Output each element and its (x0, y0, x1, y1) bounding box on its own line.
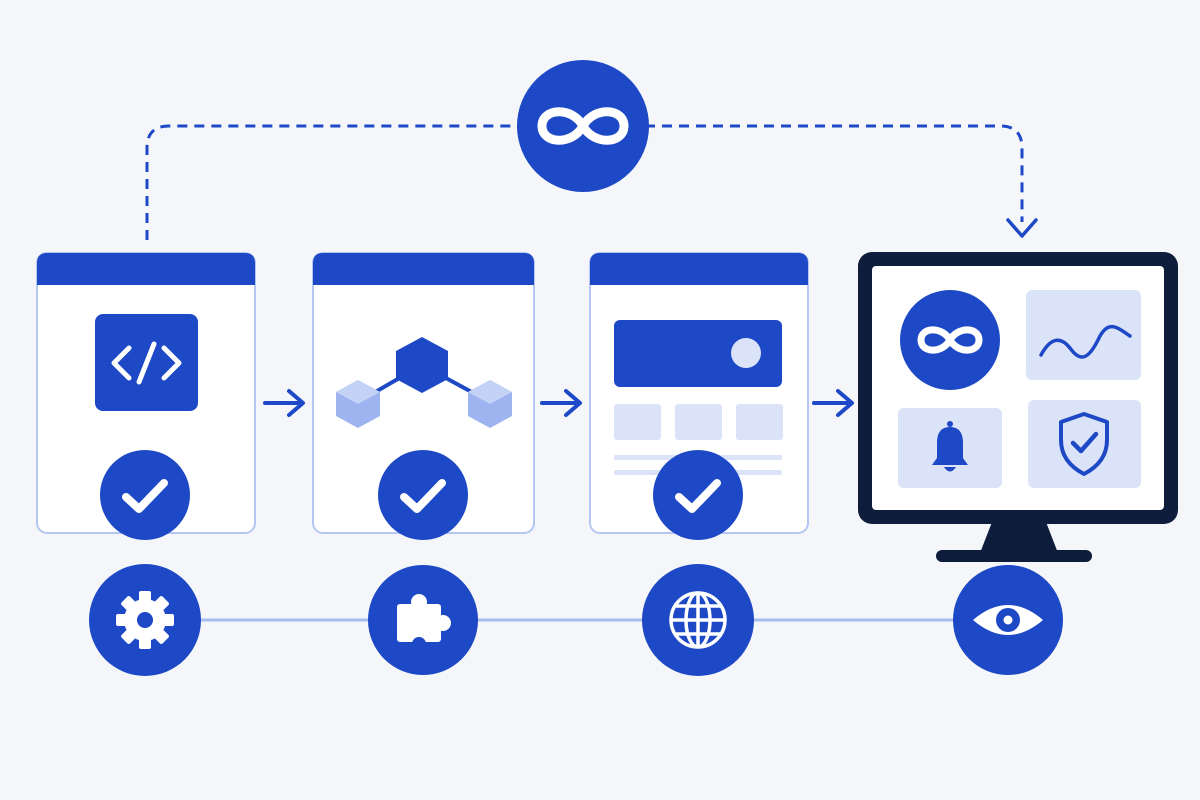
infinity-icon (917, 326, 983, 354)
infinity-icon (537, 107, 629, 145)
monitor-tile-shield (1028, 400, 1141, 488)
shield-check-icon (1059, 412, 1109, 476)
arrow-right-icon (812, 389, 854, 417)
stage-card-deploy (589, 252, 809, 540)
trend-line-icon (1039, 325, 1132, 359)
checkmark-icon (378, 450, 468, 540)
eye-icon (973, 605, 1043, 635)
monitor-dashboard (858, 252, 1178, 562)
loop-connector-left (145, 124, 525, 240)
loop-arrowhead-icon (1006, 218, 1038, 238)
monitor-tile-bell (898, 408, 1002, 488)
code-brackets-icon (95, 314, 198, 411)
tool-node-gear (89, 564, 201, 676)
checkmark-icon (100, 450, 190, 540)
cubes-network-icon (336, 337, 512, 428)
stage-card-code (36, 252, 256, 540)
globe-icon (669, 591, 727, 649)
monitor-tile-trend (1026, 290, 1141, 380)
tool-node-eye (953, 565, 1063, 675)
checkmark-icon (653, 450, 743, 540)
bell-icon (932, 421, 968, 472)
loop-connector-right (645, 124, 1024, 222)
arrow-right-icon (263, 389, 305, 417)
puzzle-icon (397, 594, 451, 651)
loop-node (517, 60, 649, 192)
tool-node-puzzle (368, 565, 478, 675)
arrow-right-icon (540, 389, 582, 417)
web-layout-icon (614, 320, 783, 475)
monitor-tile-infinity (900, 290, 1000, 390)
stage-card-integrate (312, 252, 535, 540)
tool-node-globe (642, 564, 754, 676)
gear-icon (116, 591, 174, 649)
